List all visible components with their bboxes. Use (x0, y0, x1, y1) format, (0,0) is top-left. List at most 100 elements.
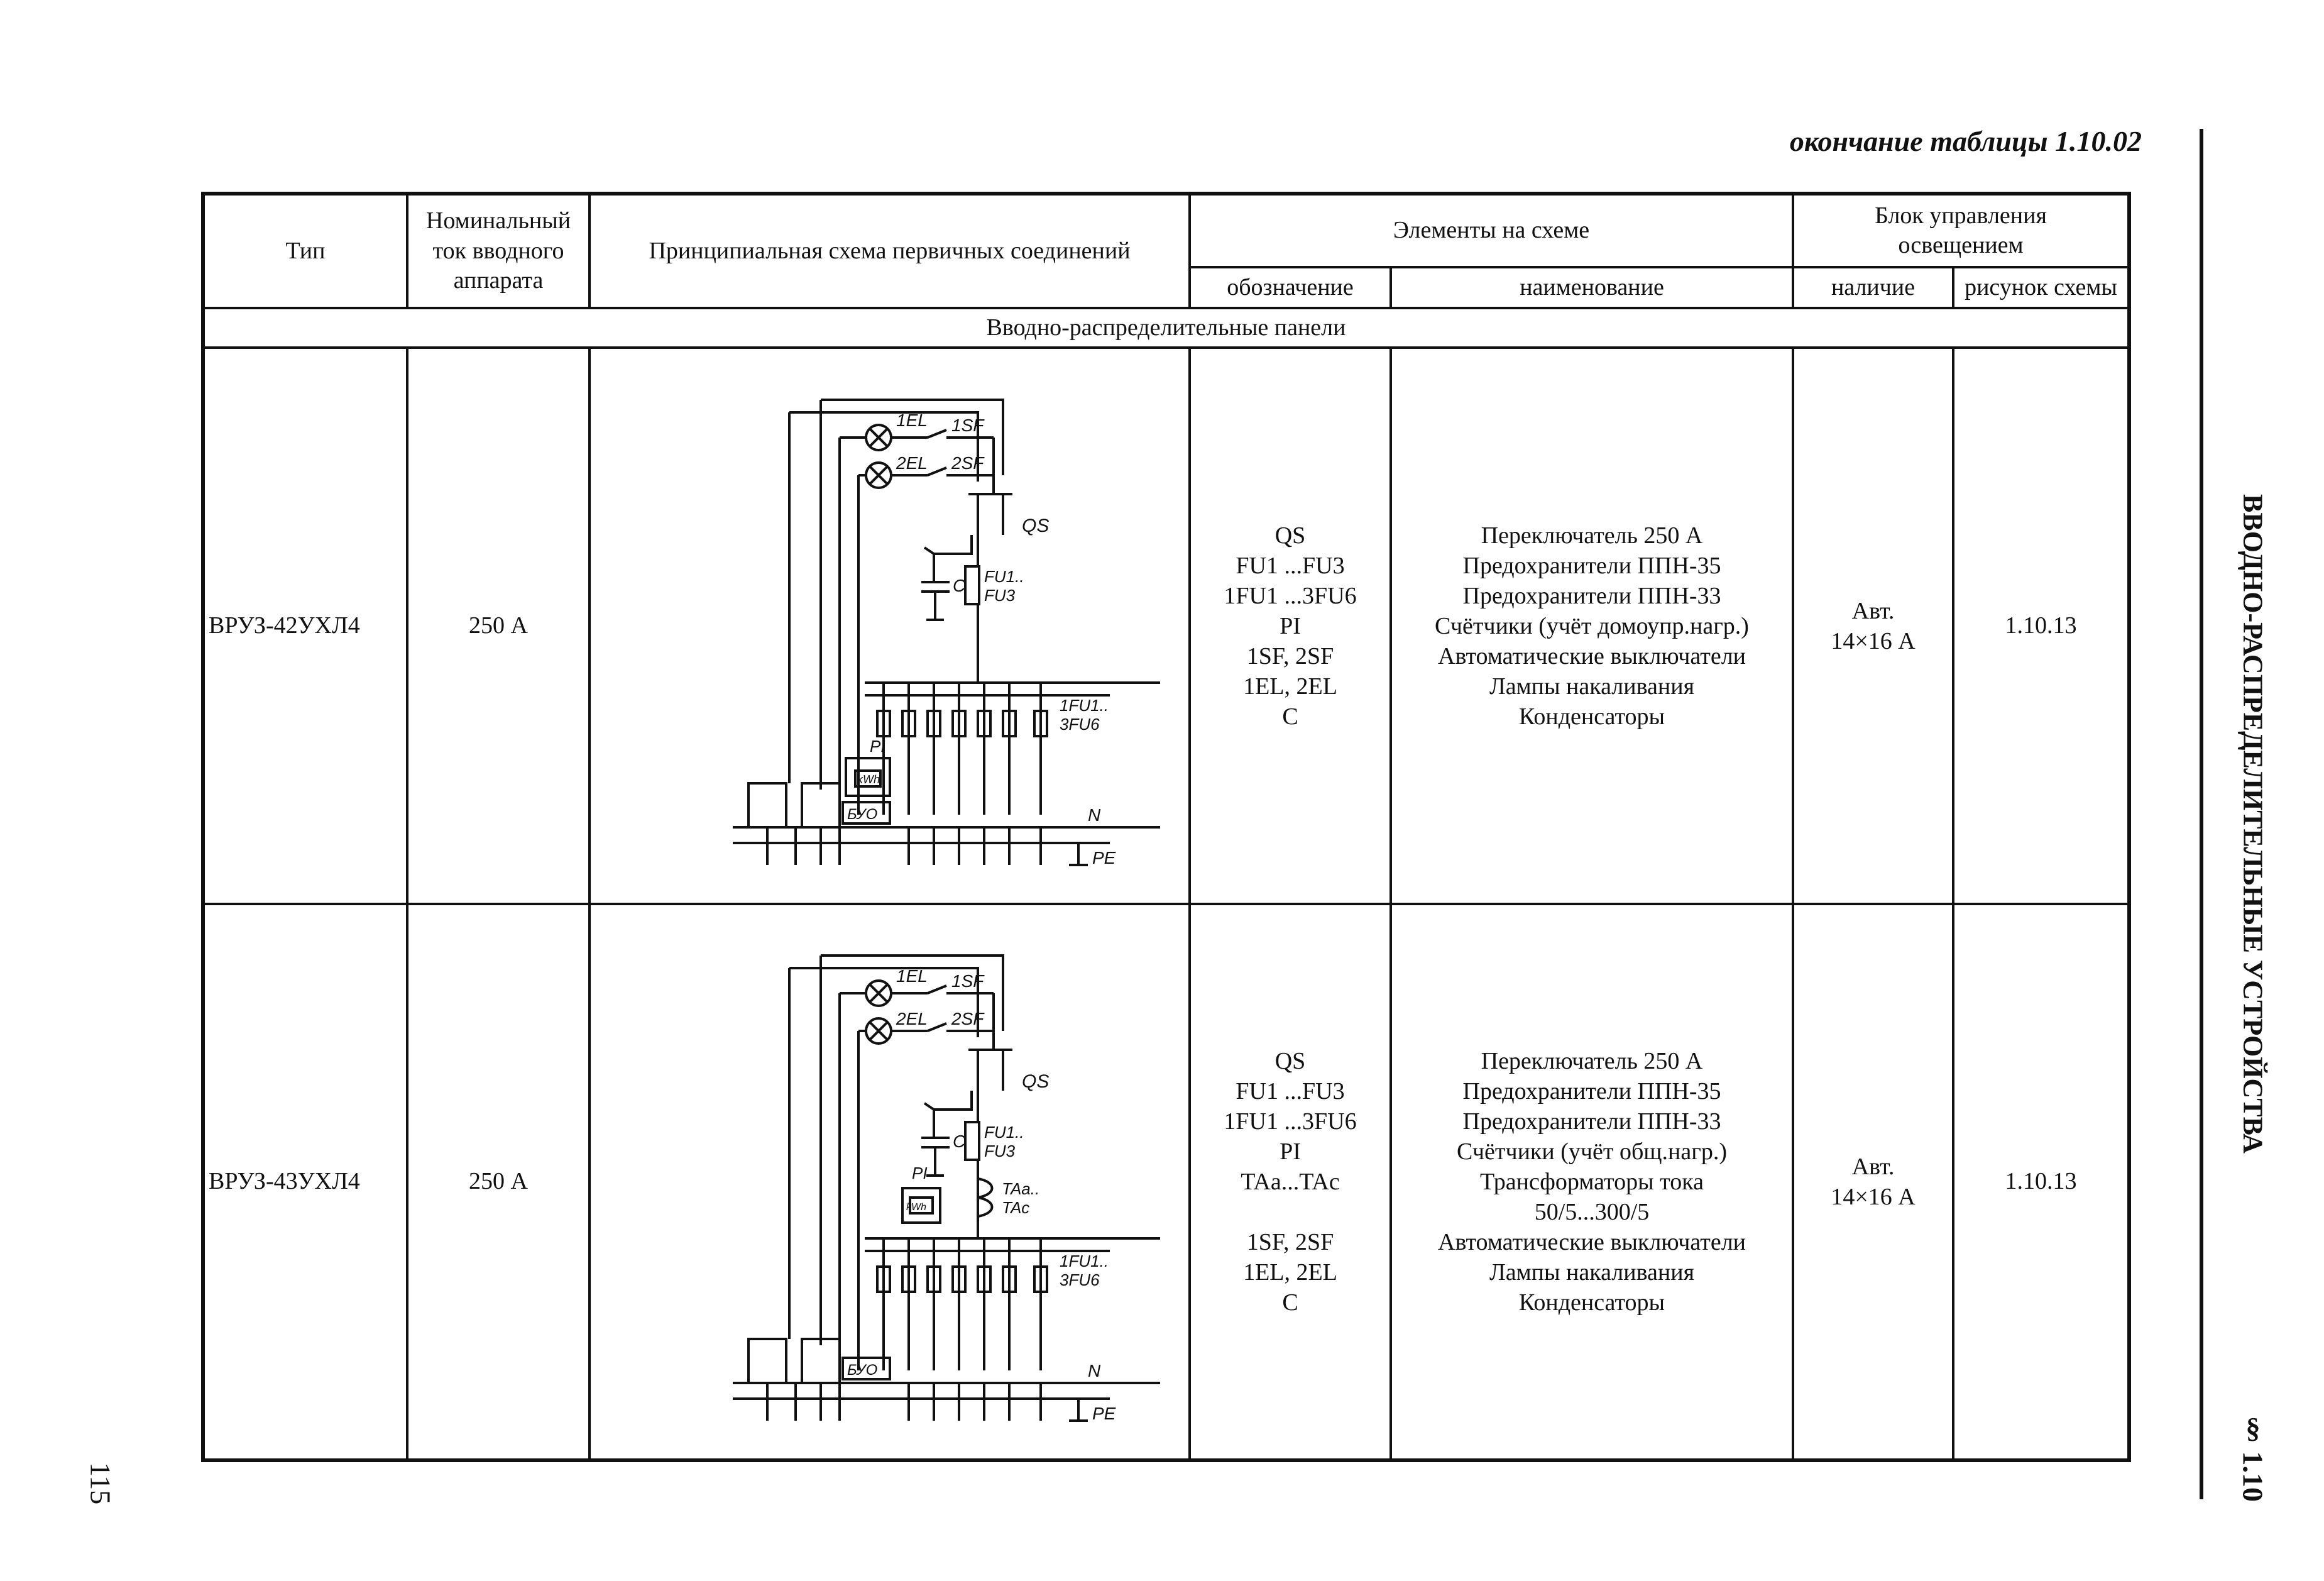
name-item: Счётчики (учёт общ.нагр.) (1457, 1138, 1727, 1165)
name-item: Предохранители ППН-35 (1462, 1078, 1721, 1104)
current-transformer-icon (977, 1177, 993, 1218)
label-meter: kWh (906, 1202, 926, 1213)
presence-line: Авт. (1851, 1154, 1895, 1180)
label-qs: QS (1022, 515, 1049, 536)
cell-names: Переключатель 250 А Предохранители ППН-3… (1389, 346, 1795, 905)
header-figure: рисунок схемы (1952, 266, 2131, 309)
header-schema: Принципиальная схема первичных соединени… (588, 192, 1191, 309)
label-c: C (953, 576, 966, 595)
label-pe: PE (1092, 848, 1116, 868)
header-presence: наличие (1792, 266, 1955, 309)
label-n: N (1088, 1361, 1101, 1380)
designation-item: 1FU1 ...3FU6 (1224, 582, 1357, 609)
header-type: Тип (202, 192, 408, 309)
cell-designations: QS FU1 ...FU3 1FU1 ...3FU6 PI 1SF, 2SF 1… (1188, 346, 1392, 905)
label-sf1: 1SF (951, 971, 985, 991)
header-row-1: Тип Номинальный ток вводного аппарата Пр… (202, 192, 2131, 309)
header-lighting-line: освещением (1898, 232, 2024, 258)
label-el2: 2EL (896, 1009, 928, 1028)
designation-item: FU1 ...FU3 (1236, 552, 1345, 579)
name-item: Автоматические выключатели (1438, 642, 1746, 669)
label-c: C (953, 1132, 966, 1151)
cell-diagram: 1EL 1SF 2EL 2SF QS C FU1.. FU3 1FU1.. 3F… (588, 346, 1191, 905)
header-current-line: ток вводного (432, 237, 564, 264)
name-item: Переключатель 250 А (1481, 522, 1703, 549)
name-item: Трансформаторы тока (1480, 1169, 1704, 1195)
designation-item: TAa...TAc (1241, 1169, 1340, 1195)
schematic-diagram: 1EL 1SF 2EL 2SF QS C FU1.. FU3 PI kWh TA… (732, 954, 1160, 1423)
table-row: ВРУЗ-43УХЛ4 250 А (202, 903, 2131, 1462)
name-item: Лампы накаливания (1489, 1259, 1695, 1286)
designation-item (1195, 1197, 1386, 1227)
designation-item: 1FU1 ...3FU6 (1224, 1108, 1357, 1135)
side-title: ВВОДНО-РАСПРЕДЕЛИТЕЛЬНЫЕ УСТРОЙСТВА (2237, 493, 2269, 1154)
cell-figure: 1.10.13 (1952, 903, 2131, 1462)
label-el1: 1EL (896, 966, 928, 986)
name-item: Предохранители ППН-35 (1462, 552, 1721, 579)
label-sf2: 2SF (951, 453, 985, 473)
header-lighting-line: Блок управления (1875, 202, 2047, 229)
cell-type: ВРУЗ-42УХЛ4 (202, 346, 408, 905)
name-item: Переключатель 250 А (1481, 1048, 1703, 1074)
designation-item: 1EL, 2EL (1243, 673, 1337, 700)
devices-table: Тип Номинальный ток вводного аппарата Пр… (201, 192, 2132, 1462)
cell-designations: QS FU1 ...FU3 1FU1 ...3FU6 PI TAa...TAc … (1188, 903, 1392, 1462)
name-item: 50/5...300/5 (1534, 1199, 1650, 1225)
designation-item: QS (1274, 522, 1306, 549)
label-buo: БУО (847, 1362, 877, 1379)
capacitor-icon (921, 1091, 973, 1177)
label-fu-a: FU1.. (984, 1123, 1024, 1142)
cell-current: 250 А (406, 346, 591, 905)
header-elements: Элементы на схеме (1188, 192, 1795, 268)
cell-current: 250 А (406, 903, 591, 1462)
label-pi: PI (912, 1164, 928, 1182)
schematic-diagram: 1EL 1SF 2EL 2SF QS C FU1.. FU3 1FU1.. 3F… (732, 398, 1160, 868)
meter-icon (901, 1187, 941, 1224)
label-n: N (1088, 805, 1101, 825)
header-row-2: обозначение наименование наличие рисунок… (203, 266, 2131, 309)
capacitor-icon (921, 534, 973, 621)
header-lighting: Блок управления освещением (1792, 192, 2131, 268)
label-ffu-a: 1FU1.. (1060, 696, 1109, 715)
presence-line: 14×16 А (1831, 1184, 1916, 1210)
cell-presence: Авт. 14×16 А (1792, 346, 1955, 905)
label-ta-b: TAc (1002, 1198, 1029, 1217)
designation-item: 1SF, 2SF (1246, 642, 1334, 669)
designation-item: FU1 ...FU3 (1236, 1078, 1345, 1104)
label-qs: QS (1022, 1071, 1049, 1092)
name-item: Предохранители ППН-33 (1462, 1108, 1721, 1135)
side-section: § 1.10 (2237, 1412, 2269, 1502)
name-item: Конденсаторы (1518, 1289, 1665, 1316)
label-pi: PI (870, 737, 885, 756)
label-ffu-b: 3FU6 (1060, 715, 1100, 734)
label-ffu-a: 1FU1.. (1060, 1252, 1109, 1270)
label-fu-b: FU3 (984, 1142, 1016, 1160)
page-number: 115 (84, 1462, 117, 1505)
designation-item: PI (1280, 612, 1301, 639)
section-row: Вводно-распределительные панели (201, 307, 2131, 349)
table-row: ВРУЗ-42УХЛ4 250 А (202, 346, 2131, 905)
label-ffu-b: 3FU6 (1060, 1270, 1100, 1289)
label-meter: kWh (857, 773, 880, 786)
cell-diagram: 1EL 1SF 2EL 2SF QS C FU1.. FU3 PI kWh TA… (588, 903, 1191, 1462)
header-name: наименование (1389, 266, 1795, 309)
header-current: Номинальный ток вводного аппарата (406, 192, 591, 309)
label-buo: БУО (847, 806, 877, 823)
designation-item: PI (1280, 1138, 1301, 1165)
designation-item: 1EL, 2EL (1243, 1259, 1337, 1286)
label-fu-b: FU3 (984, 586, 1016, 605)
header-current-line: аппарата (453, 267, 544, 294)
cell-presence: Авт. 14×16 А (1792, 903, 1955, 1462)
name-item: Автоматические выключатели (1438, 1229, 1746, 1255)
designation-item: 1SF, 2SF (1246, 1229, 1334, 1255)
name-item: Предохранители ППН-33 (1462, 582, 1721, 609)
table-caption: окончание таблицы 1.10.02 (1789, 125, 2142, 157)
header-designation: обозначение (1188, 266, 1392, 309)
presence-line: 14×16 А (1831, 627, 1916, 654)
label-el2: 2EL (896, 453, 928, 473)
designation-item: C (1282, 1289, 1298, 1316)
label-fu-a: FU1.. (984, 567, 1024, 586)
cell-type: ВРУЗ-43УХЛ4 (202, 903, 408, 1462)
name-item: Лампы накаливания (1489, 673, 1695, 700)
label-ta-a: TAa.. (1002, 1179, 1039, 1198)
